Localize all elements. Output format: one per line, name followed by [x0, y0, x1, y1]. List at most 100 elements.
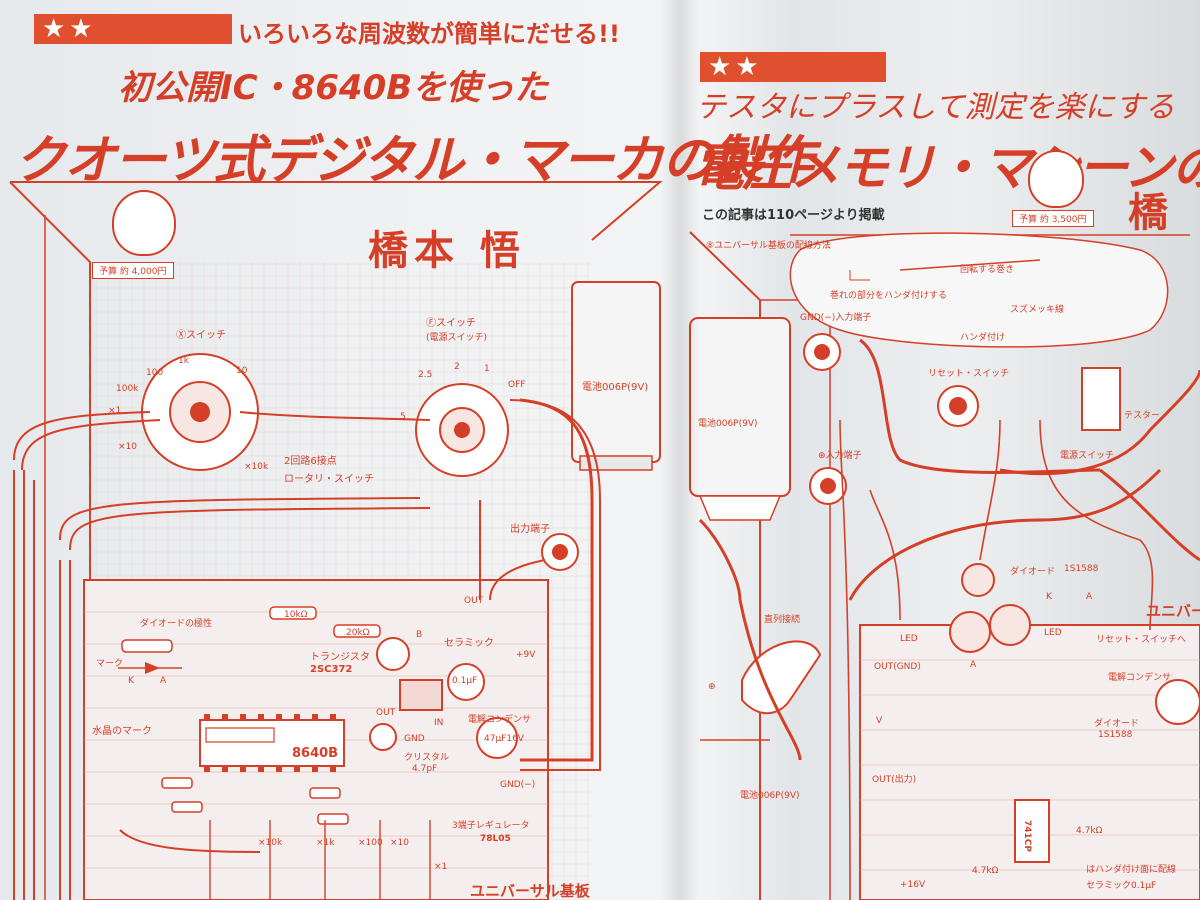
bottom-x10: ×10 [390, 838, 409, 848]
ceramic-value: 0.1μF [452, 676, 478, 686]
ceramic-right-label: セラミック0.1μF [1086, 881, 1157, 891]
out-gnd-label: OUT(GND) [874, 662, 921, 672]
regulator-label: 3端子レギュレータ [452, 821, 530, 831]
ceramic-label: セラミック [444, 638, 494, 649]
rotate-part-label: 回転する巻き [960, 265, 1015, 275]
battery-label-left: 電池006P(9V) [582, 382, 649, 393]
out-label-2: OUT [376, 708, 396, 718]
electrolytic-label: 電解コンデンサ [468, 715, 532, 725]
tester-label: テスター [1124, 411, 1161, 421]
left-stars: ★★ [42, 14, 97, 44]
plus-symbol: ⊕ [708, 682, 716, 692]
reset-to-label: リセット・スイッチへ [1096, 635, 1187, 645]
right-board-label: ユニバー [1146, 602, 1200, 620]
left-author-avatar [112, 190, 176, 256]
dial-2-5: 2.5 [418, 370, 433, 380]
output-terminal-label: 出力端子 [510, 524, 550, 535]
right-author: 橋 [1128, 190, 1168, 236]
solder-label: ハンダ付け [960, 333, 1006, 343]
regulator-model: 78L05 [480, 834, 511, 844]
reset-switch-label: リセット・スイッチ [928, 369, 1010, 379]
gnd-minus-label: GND(−) [500, 780, 536, 790]
universal-wiring-label: ⑧ユニバーサル基板の配線方法 [706, 241, 831, 251]
b-label: B [416, 630, 423, 640]
left-budget: 予算 約 4,000円 [92, 262, 174, 279]
electrolytic-label-right: 電解コンデンサ [1108, 673, 1172, 683]
series-label: 直列接続 [764, 615, 801, 625]
dial-1k: 1k [178, 356, 189, 366]
rotary-desc: 2回路6接点 [284, 456, 337, 467]
right-stars-bar: ★★ [700, 52, 886, 82]
stainless-label: スズメッキ線 [1010, 305, 1065, 315]
dial-10: 10 [236, 366, 248, 376]
opamp-label: 741CP [1022, 820, 1032, 852]
bottom-x100: ×100 [358, 838, 383, 848]
x-switch-label: Ⓧスイッチ [176, 330, 226, 341]
left-subtitle: 初公開IC・8640Bを使った [118, 68, 549, 108]
gnd-terminal-label: GND(−)入力端子 [800, 313, 872, 323]
rotary-label: ロータリ・スイッチ [284, 474, 374, 485]
left-board-label: ユニバーサル基板 [470, 882, 590, 900]
dial-100k: 100k [116, 384, 139, 394]
left-title: クオーツ式デジタル・マーカの製作 [14, 131, 814, 191]
plus-16v-label: +16V [900, 880, 926, 890]
k-label-right: K [1046, 592, 1052, 602]
r-47k-label-b: 4.7kΩ [972, 866, 999, 876]
battery-label-right-2: 電池006P(9V) [740, 791, 800, 801]
transistor-model: 2SC372 [310, 664, 353, 675]
transistor-label: トランジスタ [310, 652, 370, 663]
bottom-x1k: ×1k [316, 838, 335, 848]
article-ref: この記事は110ページより掲載 [702, 208, 885, 223]
r-47k-label: 4.7kΩ [1076, 826, 1103, 836]
off-label: OFF [508, 380, 526, 390]
battery-label-right: 電池006P(9V) [698, 419, 758, 429]
dial-x1: ×1 [108, 406, 122, 416]
r1-label: 10kΩ [284, 610, 308, 620]
led-label-1: LED [900, 634, 918, 644]
right-stars: ★★ [708, 52, 763, 82]
a-label-right-2: A [970, 660, 977, 670]
dial-1: 1 [484, 364, 490, 374]
diode2-label: ダイオード [1094, 719, 1140, 729]
dial-5: 5 [400, 412, 406, 422]
dial-100: 100 [146, 368, 164, 378]
solder-part-label: 巻れの部分をハンダ付けする [830, 291, 948, 301]
a-label-left: A [160, 676, 167, 686]
dial-x10k: ×10k [244, 462, 269, 472]
bottom-x1: ×1 [434, 862, 448, 872]
plus-input-label: ⊕入力端子 [818, 451, 862, 461]
left-author: 橋本 悟 [368, 228, 526, 274]
diode-polarity-label: ダイオードの極性 [140, 619, 213, 629]
right-title: 電圧メモリ・マシーンの製 [694, 139, 1200, 197]
page-fold-shadow [660, 0, 700, 900]
diode2-model: 1S1588 [1098, 730, 1133, 740]
v-label: V [876, 716, 883, 726]
out-label: OUT [464, 596, 484, 606]
right-kicker: テスタにプラスして測定を楽にする [696, 90, 1175, 125]
out-out-label: OUT(出力) [872, 775, 917, 785]
diode-label-right: ダイオード [1010, 567, 1056, 577]
in-label: IN [434, 718, 444, 728]
right-budget: 予算 約 3,500円 [1012, 210, 1094, 227]
plus-9v: +9V [516, 650, 536, 660]
marker-label: マーク [96, 659, 124, 669]
dial-x10: ×10 [118, 442, 137, 452]
electrolytic-value: 47μF16V [484, 734, 524, 744]
power-switch-label-right: 電源スイッチ [1060, 451, 1115, 461]
crystal-label: クリスタル [404, 753, 450, 763]
bottom-x10k: ×10k [258, 838, 283, 848]
crystal-value: 4.7pF [412, 764, 438, 774]
led-label-2: LED [1044, 628, 1062, 638]
gnd-label: GND [404, 734, 425, 744]
a-label-right: A [1086, 592, 1093, 602]
k-label-left: K [128, 676, 134, 686]
dial-2: 2 [454, 362, 460, 372]
solder-note-label: はハンダ付け面に配線 [1086, 865, 1177, 875]
power-switch-label: (電源スイッチ) [426, 333, 488, 343]
crystal-mark-label: 水晶のマーク [92, 726, 152, 737]
ic-label: 8640B [292, 746, 339, 761]
diode-model-right: 1S1588 [1064, 564, 1099, 574]
f-switch-label: Ⓕスイッチ [426, 318, 476, 329]
